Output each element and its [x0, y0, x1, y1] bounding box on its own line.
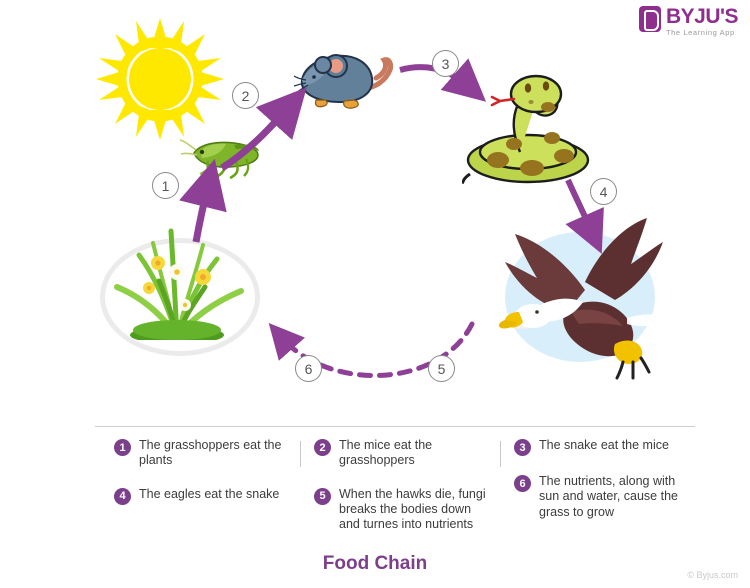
legend: 1 The grasshoppers eat the plants 4 The …: [100, 438, 700, 532]
brand-name: BYJU'S: [665, 5, 739, 28]
legend-text-2: The mice eat the grasshoppers: [339, 438, 433, 468]
legend-badge-4: 4: [114, 487, 131, 505]
legend-text-6: The nutrients, along with sun and water,…: [539, 474, 678, 519]
legend-item-3: 3 The snake eat the mice: [514, 438, 700, 456]
legend-item-1: 1 The grasshoppers eat the plants: [114, 438, 300, 469]
legend-item-6: 6 The nutrients, along with sun and wate…: [514, 474, 700, 520]
diagram-badge-5: 5: [428, 355, 455, 382]
legend-text-5: When the hawks die, fungi breaks the bod…: [339, 486, 486, 532]
legend-text-4: The eagles eat the snake: [139, 486, 280, 501]
eagle-icon: [498, 218, 669, 380]
legend-badge-6: 6: [514, 475, 531, 492]
brand-tagline: The Learning App: [665, 28, 735, 37]
mouse-icon: [293, 54, 394, 109]
byjus-book-icon: [638, 6, 661, 32]
legend-item-4: 4 The eagles eat the snake: [114, 487, 300, 505]
legend-badge-2: 2: [314, 439, 331, 456]
diagram-badge-4: 4: [590, 178, 617, 205]
legend-text-3: The snake eat the mice: [539, 438, 669, 452]
legend-badge-5: 5: [314, 487, 331, 505]
arrow-1: [179, 158, 227, 243]
legend-column-2: 2 The mice eat the grasshoppers 5 When t…: [300, 438, 500, 532]
byjus-logo: BYJU'S The Learning App: [638, 5, 739, 37]
legend-column-3: 3 The snake eat the mice 6 The nutrients…: [500, 438, 700, 532]
legend-badge-3: 3: [514, 439, 531, 456]
grass-plant-icon: [114, 228, 244, 340]
diagram-badge-1: 1: [152, 172, 179, 199]
sun-icon: [96, 18, 224, 140]
arrow-2: [220, 87, 307, 171]
diagram-badge-3: 3: [432, 50, 459, 77]
legend-badge-1: 1: [114, 439, 131, 456]
legend-divider: [95, 426, 695, 427]
legend-item-5: 5 When the hawks die, fungi breaks the b…: [314, 487, 500, 533]
diagram-badge-6: 6: [295, 355, 322, 382]
grass-ground-ellipse: [100, 238, 260, 356]
snake-icon: [462, 74, 590, 184]
legend-text-1: The grasshoppers eat the plants: [139, 438, 282, 468]
diagram-badge-2: 2: [232, 82, 259, 109]
legend-column-1: 1 The grasshoppers eat the plants 4 The …: [100, 438, 300, 532]
legend-item-2: 2 The mice eat the grasshoppers: [314, 438, 500, 469]
arrow-4: [565, 178, 604, 254]
copyright-notice: © Byjus.com: [687, 570, 738, 580]
arrow-layer: [179, 58, 604, 378]
page-title: Food Chain: [322, 553, 428, 574]
